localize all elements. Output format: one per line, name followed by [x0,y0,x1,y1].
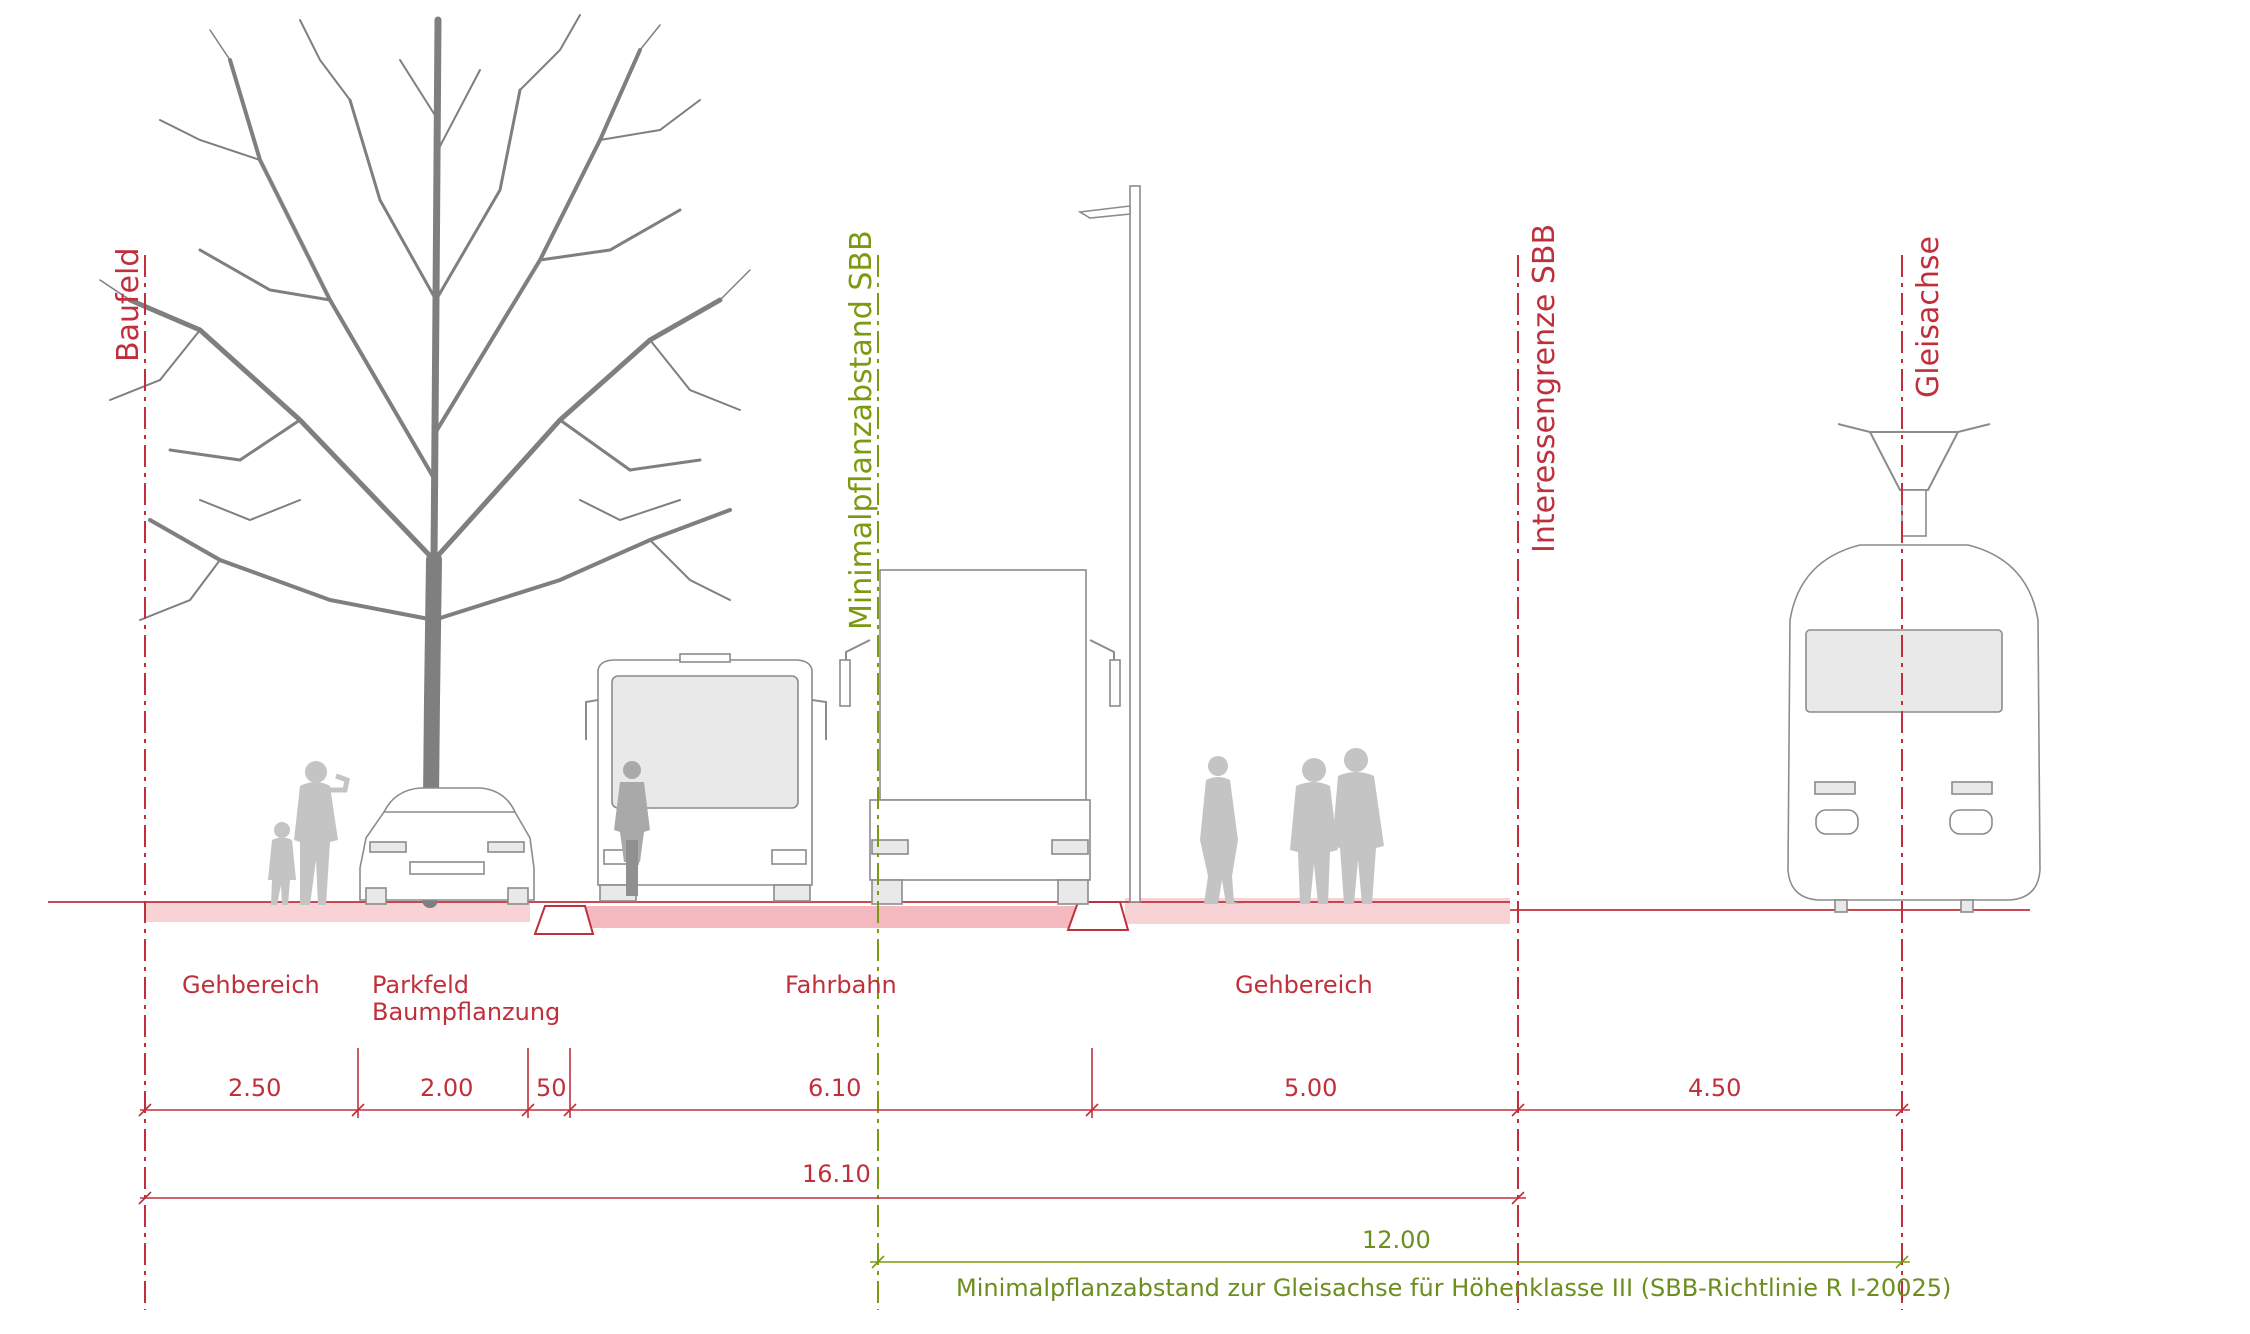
dimension-values: 2.50 2.00 50 6.10 5.00 4.50 16.10 12.00 … [228,1074,1951,1302]
tram-icon [1787,423,2041,913]
dimension-slashes [138,1103,1909,1117]
zone-label-fahrbahn: Fahrbahn [785,971,897,999]
dimension-value-total: 16.10 [802,1160,871,1188]
zone-label-gehbereich-right: Gehbereich [1235,971,1373,999]
vertical-axes: Baufeld Minimalpflanzabstand SBB Interes… [111,224,1946,1310]
street-lamp-icon [1077,185,1141,903]
sidewalk-left-surface [145,902,530,922]
ground-surfaces [48,898,2030,935]
zone-label-gehbereich-left: Gehbereich [182,971,320,999]
axis-label-gleisachse: Gleisachse [1911,236,1946,398]
dimension-value-green: 12.00 [1362,1226,1431,1254]
curb-left [533,905,595,935]
pedestrians-right-icon [1200,748,1384,904]
axis-label-baufeld: Baufeld [111,248,146,362]
dimension-slashes-green [871,1255,1909,1269]
dimension-value-50: 50 [536,1074,567,1102]
dimension-value-5-00: 5.00 [1284,1074,1337,1102]
dimension-chain [138,1048,1910,1205]
truck-icon [839,569,1121,905]
cyclist-icon [614,761,650,896]
dimension-value-2-00: 2.00 [420,1074,473,1102]
dimension-value-4-50: 4.50 [1688,1074,1741,1102]
curb-right [1066,901,1130,931]
axis-label-minimal: Minimalpflanzabstand SBB [844,230,879,630]
dimension-value-6-10: 6.10 [808,1074,861,1102]
dimension-chain-green [870,1255,1910,1269]
axis-label-interessen: Interessengrenze SBB [1527,224,1562,553]
green-dimension-note: Minimalpflanzabstand zur Gleisachse für … [956,1274,1951,1302]
pedestrians-left-icon [268,761,350,905]
zone-label-parkfeld: Parkfeld [372,971,469,999]
dimension-value-2-50: 2.50 [228,1074,281,1102]
dimension-slashes-total [138,1191,1525,1205]
bus-icon [585,653,827,902]
roadway-surface [565,906,1075,928]
zone-label-baumpflanzung: Baumpflanzung [372,998,560,1026]
car-icon [359,787,535,905]
zone-labels: Gehbereich Parkfeld Baumpflanzung Fahrba… [182,971,1373,1026]
